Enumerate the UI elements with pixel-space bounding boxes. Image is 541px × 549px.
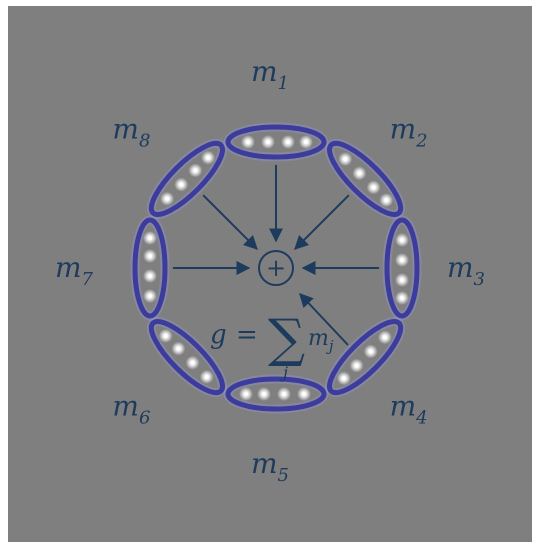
module-1-bead-core [246, 140, 250, 144]
module-5-bead-core [262, 392, 266, 396]
module-7-bead-core [148, 254, 152, 258]
formula-equals: = [236, 320, 258, 350]
module-8-bead-core [193, 168, 197, 172]
module-6-bead-core [205, 375, 209, 379]
module-7-bead-core [148, 294, 152, 298]
module-8-bead-core [179, 182, 183, 186]
module-2-label-sub: 2 [415, 130, 427, 151]
module-2-label-base: m [390, 112, 417, 145]
module-8-label-base: m [112, 112, 139, 145]
module-3-bead-core [400, 258, 404, 262]
module-8-label-sub: 8 [139, 130, 150, 151]
module-1-bead-core [266, 140, 270, 144]
module-5-bead-core [244, 392, 248, 396]
module-3-label-sub: 3 [474, 269, 485, 290]
module-2-bead-core [384, 198, 388, 202]
module-3-bead-core [400, 278, 404, 282]
module-1-label-sub: 1 [278, 73, 289, 94]
module-8-bead-core [165, 197, 169, 201]
module-1-bead-core [286, 140, 290, 144]
module-7-bead-core [148, 236, 152, 240]
module-2-bead-core [371, 185, 375, 189]
module-3-bead-core [400, 238, 404, 242]
formula-term-base: m [308, 326, 329, 351]
module-7-bead-core [148, 274, 152, 278]
module-5-bead-core [282, 392, 286, 396]
module-4-bead-core [354, 363, 358, 367]
module-4-label-sub: 4 [415, 408, 427, 429]
module-2-bead-core [343, 157, 347, 161]
module-6-bead-core [176, 346, 180, 350]
module-5-label-base: m [251, 447, 278, 480]
module-5-label-sub: 5 [278, 465, 289, 486]
module-8-bead-core [206, 155, 210, 159]
module-7-label-sub: 7 [82, 269, 94, 290]
module-6-bead-core [190, 361, 194, 365]
module-3-label-base: m [447, 251, 474, 284]
module-7-label-base: m [55, 251, 82, 284]
formula-sum-sign: ∑ [268, 309, 305, 369]
module-1-label-base: m [251, 55, 278, 88]
module-4-bead-core [369, 349, 373, 353]
sum-node-symbol: + [266, 254, 286, 282]
module-6-bead-core [163, 334, 167, 338]
module-6-label-sub: 6 [139, 408, 150, 429]
module-5-bead-core [302, 392, 306, 396]
formula-lhs: g [210, 320, 227, 350]
module-2-bead-core [357, 171, 361, 175]
module-6-label-base: m [112, 390, 139, 423]
module-3-bead-core [400, 296, 404, 300]
module-4-bead-core [342, 376, 346, 380]
module-1-bead-core [304, 140, 308, 144]
module-4-bead-core [383, 335, 387, 339]
module-4-label-base: m [390, 390, 417, 423]
